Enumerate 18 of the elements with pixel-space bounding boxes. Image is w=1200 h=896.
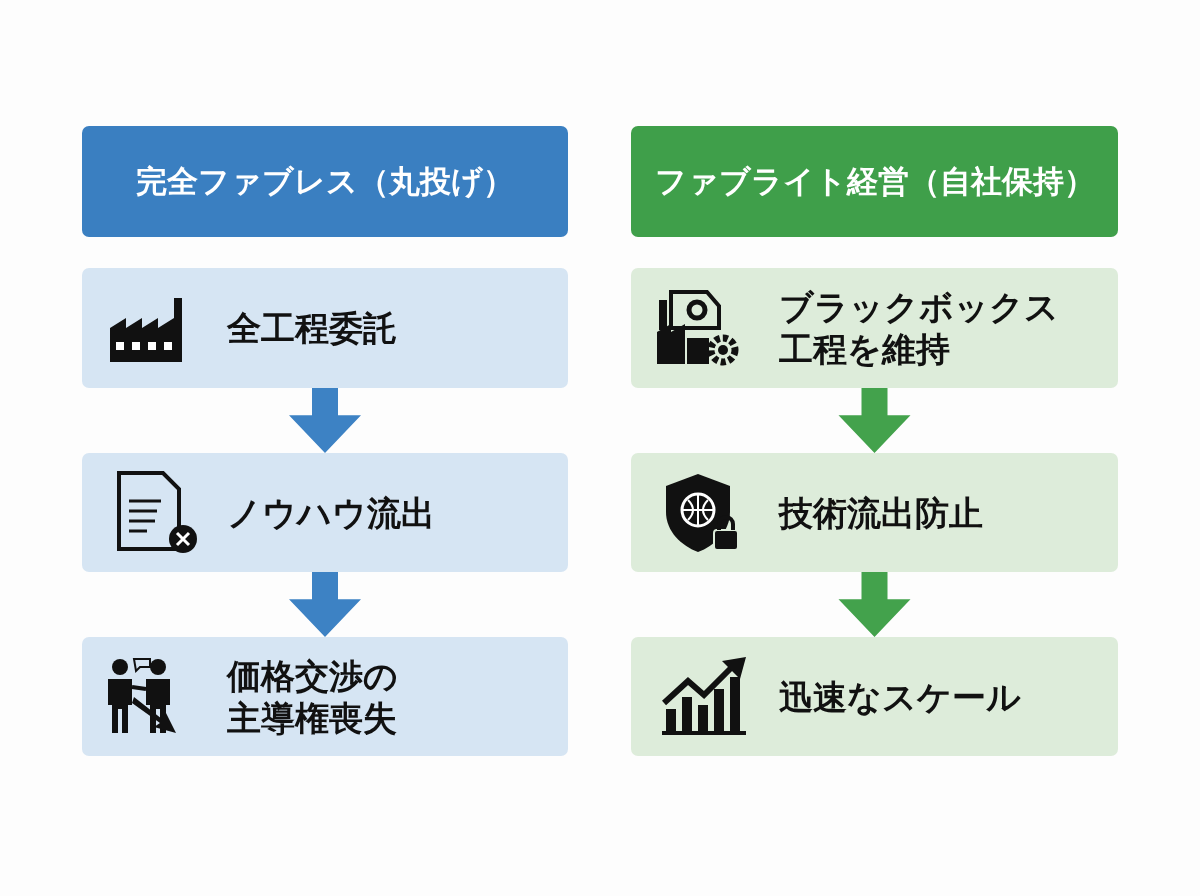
arrow: [289, 388, 361, 453]
header-bar: 完全ファブレス（丸投げ）: [82, 126, 568, 237]
step-text: 全工程委託: [227, 307, 398, 349]
arrow: [838, 388, 911, 453]
step-box: [631, 268, 1118, 388]
step-box: [82, 637, 568, 756]
step-box: [631, 453, 1118, 572]
arrow: [838, 572, 911, 637]
step-text: 迅速なスケール: [779, 675, 1022, 718]
arrow: [289, 572, 361, 637]
step-box: [82, 268, 568, 388]
step-text: 価格交渉の主導権喪失: [227, 654, 399, 739]
step-box: [631, 637, 1118, 756]
step-text: ブラックボックス工程を維持: [779, 286, 1060, 370]
step-text: 技術流出防止: [779, 491, 984, 534]
header-bar: ファブライト経営（自社保持）: [631, 126, 1118, 237]
step-text: ノウハウ流出: [227, 491, 436, 534]
step-box: [82, 453, 568, 572]
